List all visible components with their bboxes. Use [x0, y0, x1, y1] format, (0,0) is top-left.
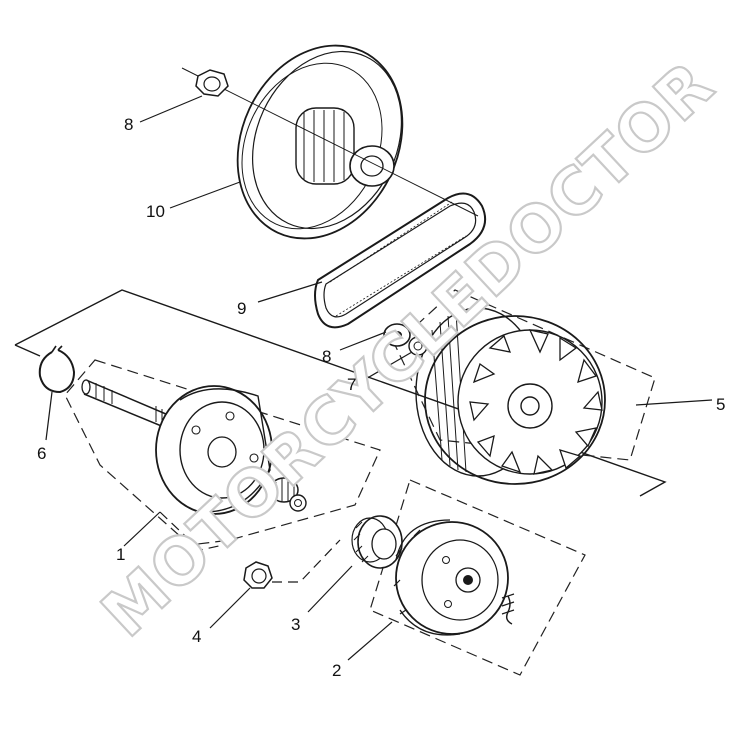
driven-pulley [181, 44, 479, 240]
needle-bearing [351, 515, 403, 569]
clutch-housing-shaft [81, 379, 273, 515]
pulley-nut [195, 69, 229, 97]
label-3: 3 [291, 615, 300, 634]
washer [408, 336, 428, 356]
label-9: 9 [237, 299, 246, 318]
label-2: 2 [332, 661, 341, 680]
clutch-nut [243, 561, 273, 589]
part-labels: 8 10 9 8 7 5 6 1 4 3 2 [37, 115, 725, 680]
label-10: 10 [146, 202, 165, 221]
label-1: 1 [116, 545, 125, 564]
drive-nut [383, 323, 411, 347]
leader-lines [45, 95, 713, 661]
label-5: 5 [716, 395, 725, 414]
main-group-frame [14, 289, 667, 497]
circlip [38, 345, 76, 394]
label-8-top: 8 [124, 115, 133, 134]
drive-belt [314, 192, 486, 329]
clutch-shoe-assembly [393, 519, 515, 636]
label-8-mid: 8 [322, 347, 331, 366]
label-6: 6 [37, 444, 46, 463]
label-7: 7 [347, 375, 356, 394]
label-4: 4 [192, 627, 201, 646]
bearing [269, 477, 307, 512]
drive-face [415, 307, 606, 485]
